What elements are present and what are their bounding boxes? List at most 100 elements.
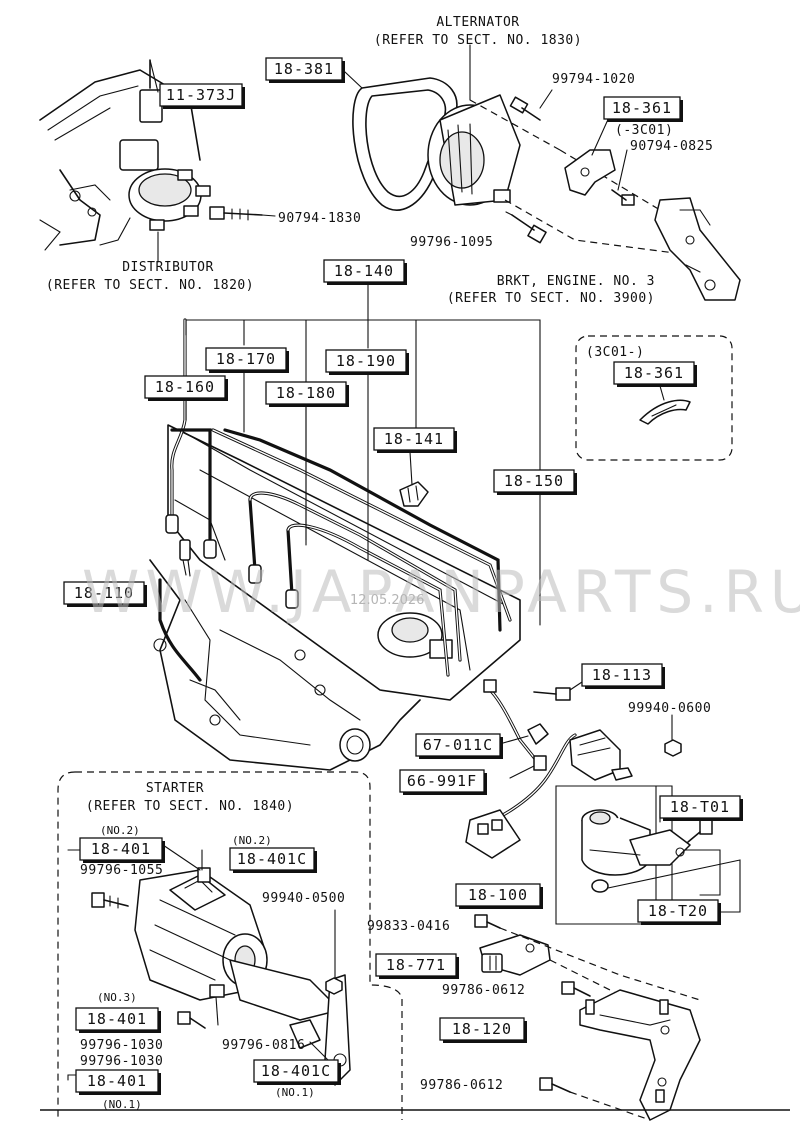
callout-label: 18-401 <box>87 1072 147 1090</box>
callout-label: 18-120 <box>452 1020 512 1038</box>
note-no2-a: (NO.2) <box>100 824 140 837</box>
watermark-date: 12.05.2026 <box>350 593 424 608</box>
callout-p18-150: 18-150 <box>493 469 577 495</box>
callout-label: 67-011C <box>423 736 493 754</box>
callout-frame <box>659 795 741 819</box>
callout-frame <box>75 1007 159 1031</box>
callout-label: 18-401 <box>87 1010 147 1028</box>
callout-frame <box>325 349 407 373</box>
callout-p18-401-c: 18-401 <box>75 1069 161 1095</box>
callout-label: 18-771 <box>386 956 446 974</box>
note-no1-a: (NO.1) <box>102 1098 142 1111</box>
callout-label: 18-401C <box>237 850 307 868</box>
callout-frame <box>253 1059 339 1083</box>
callout-p11-373j: 11-373J <box>159 83 245 109</box>
callout-label: 18-T20 <box>648 902 708 920</box>
note-no2-b: (NO.2) <box>232 834 272 847</box>
callout-frame <box>415 733 501 757</box>
callout-p18-190: 18-190 <box>325 349 409 375</box>
distributor-ref: (REFER TO SECT. NO. 1820) <box>46 278 254 293</box>
part-99786-0612-a: 99786-0612 <box>442 983 525 998</box>
callout-label: 18-381 <box>274 60 334 78</box>
part-90794-0825: 90794-0825 <box>630 139 713 154</box>
starter-title: STARTER <box>146 781 204 796</box>
callout-frame <box>637 899 719 923</box>
part-99796-1095: 99796-1095 <box>410 235 493 250</box>
callout-label: 18-170 <box>216 350 276 368</box>
callout-label: 18-150 <box>504 472 564 490</box>
note-3c01: (-3C01) <box>615 123 673 138</box>
callout-p66-991f: 66-991F <box>399 769 487 795</box>
callout-p67-011c: 67-011C <box>415 733 503 759</box>
callout-frame <box>144 375 226 399</box>
note-no3: (NO.3) <box>97 991 137 1004</box>
callout-label: 18-160 <box>155 378 215 396</box>
callout-label: 18-361 <box>624 364 684 382</box>
callout-frame <box>229 847 315 871</box>
callout-p18-771: 18-771 <box>375 953 459 979</box>
callout-p18-t20: 18-T20 <box>637 899 721 925</box>
callout-label: 18-361 <box>612 99 672 117</box>
callout-label: 18-140 <box>334 262 394 280</box>
distributor-illustration <box>39 59 276 263</box>
part-99940-0500: 99940-0500 <box>262 891 345 906</box>
callout-label: 18-110 <box>74 584 134 602</box>
group-3c01-box <box>575 335 733 461</box>
group-3c01-label: (3C01-) <box>586 345 644 360</box>
callout-frame <box>63 581 145 605</box>
callout-frame <box>323 259 405 283</box>
part-99833-0416: 99833-0416 <box>367 919 450 934</box>
callout-label: 18-100 <box>468 886 528 904</box>
alternator-ref: (REFER TO SECT. NO. 1830) <box>374 33 582 48</box>
bracket-illustration <box>474 914 701 1121</box>
callout-frame <box>373 427 455 451</box>
callout-p18-361: 18-361 <box>603 96 683 122</box>
part-99796-1030-a: 99796-1030 <box>80 1038 163 1053</box>
callout-frame <box>265 57 343 81</box>
distributor-title: DISTRIBUTOR <box>122 260 214 275</box>
callout-p18-140: 18-140 <box>323 259 407 285</box>
callout-frame <box>79 837 163 861</box>
callout-p18-113: 18-113 <box>581 663 665 689</box>
part-99786-0612-b: 99786-0612 <box>420 1078 503 1093</box>
callout-frame <box>375 953 457 977</box>
callout-p18-110: 18-110 <box>63 581 147 607</box>
callout-label: 18-180 <box>276 384 336 402</box>
ignition-coil-illustration <box>465 714 741 925</box>
callout-p18-180: 18-180 <box>265 381 349 407</box>
callout-label: 18-141 <box>384 430 444 448</box>
callout-p18-141: 18-141 <box>373 427 457 453</box>
brkt-title: BRKT, ENGINE. NO. 3 <box>497 274 655 289</box>
callout-label: 18-113 <box>592 666 652 684</box>
callout-p18-170: 18-170 <box>205 347 289 373</box>
part-99794-1020: 99794-1020 <box>552 72 635 87</box>
callout-frame <box>603 96 681 120</box>
callout-frame <box>455 883 541 907</box>
callout-frame <box>399 769 485 793</box>
part-99940-0600: 99940-0600 <box>628 701 711 716</box>
starter-ref: (REFER TO SECT. NO. 1840) <box>86 799 294 814</box>
callout-frame <box>265 381 347 405</box>
part-90794-1830: 90794-1830 <box>278 211 361 226</box>
callout-p18-160: 18-160 <box>144 375 228 401</box>
brkt-ref: (REFER TO SECT. NO. 3900) <box>447 291 655 306</box>
alternator-illustration <box>344 44 741 301</box>
callout-label: 18-401C <box>261 1062 331 1080</box>
callout-frame <box>613 361 695 385</box>
callout-frame <box>581 663 663 687</box>
callout-p18-401-b: 18-401 <box>75 1007 161 1033</box>
callout-frame <box>205 347 287 371</box>
callout-label: 11-373J <box>166 86 236 104</box>
callout-label: 18-T01 <box>670 798 730 816</box>
part-99796-1055: 99796-1055 <box>80 863 163 878</box>
callout-p18-401-a: 18-401 <box>79 837 165 863</box>
callout-p18-401c-b: 18-401C <box>253 1059 341 1085</box>
callout-frame <box>159 83 243 107</box>
callout-p18-381: 18-381 <box>265 57 345 83</box>
callout-frame <box>75 1069 159 1093</box>
callout-frame <box>493 469 575 493</box>
callout-label: 18-401 <box>91 840 151 858</box>
callout-p18-401c-a: 18-401C <box>229 847 317 873</box>
starter-group <box>57 771 403 1120</box>
